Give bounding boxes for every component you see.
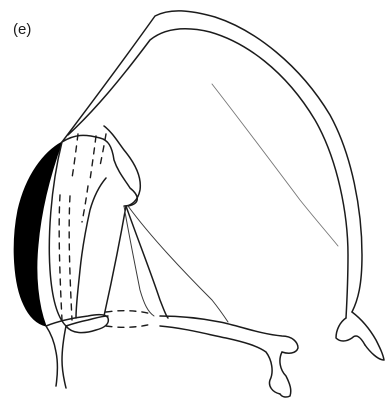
upper-arch-outer <box>62 11 362 312</box>
bottom-branch-fork <box>280 352 291 397</box>
bottom-branch-upper <box>160 316 298 353</box>
dashed-connector-lower <box>106 324 152 327</box>
lower-bulb <box>49 142 108 326</box>
bottom-branch-lower <box>160 326 280 394</box>
bulb-inner-wall <box>76 178 106 318</box>
black-shaded-region <box>14 142 62 326</box>
dashed-line-lower-c <box>82 186 88 222</box>
arch-foot-inner <box>336 318 365 345</box>
upper-arch-inner <box>68 29 348 318</box>
dashed-line-lower-b <box>69 196 72 320</box>
strut-right <box>128 206 228 322</box>
strut-middle <box>126 206 168 318</box>
left-foot-inner <box>62 326 66 388</box>
dashed-line-lower-a <box>59 195 62 320</box>
dashed-connector <box>106 311 152 314</box>
faint-arch-line <box>212 84 338 246</box>
strut-left <box>104 206 126 316</box>
strut-inner <box>124 206 154 316</box>
dashed-line-upper-b <box>90 136 96 180</box>
left-foot <box>46 326 58 386</box>
dashed-line-upper-a <box>72 134 78 178</box>
